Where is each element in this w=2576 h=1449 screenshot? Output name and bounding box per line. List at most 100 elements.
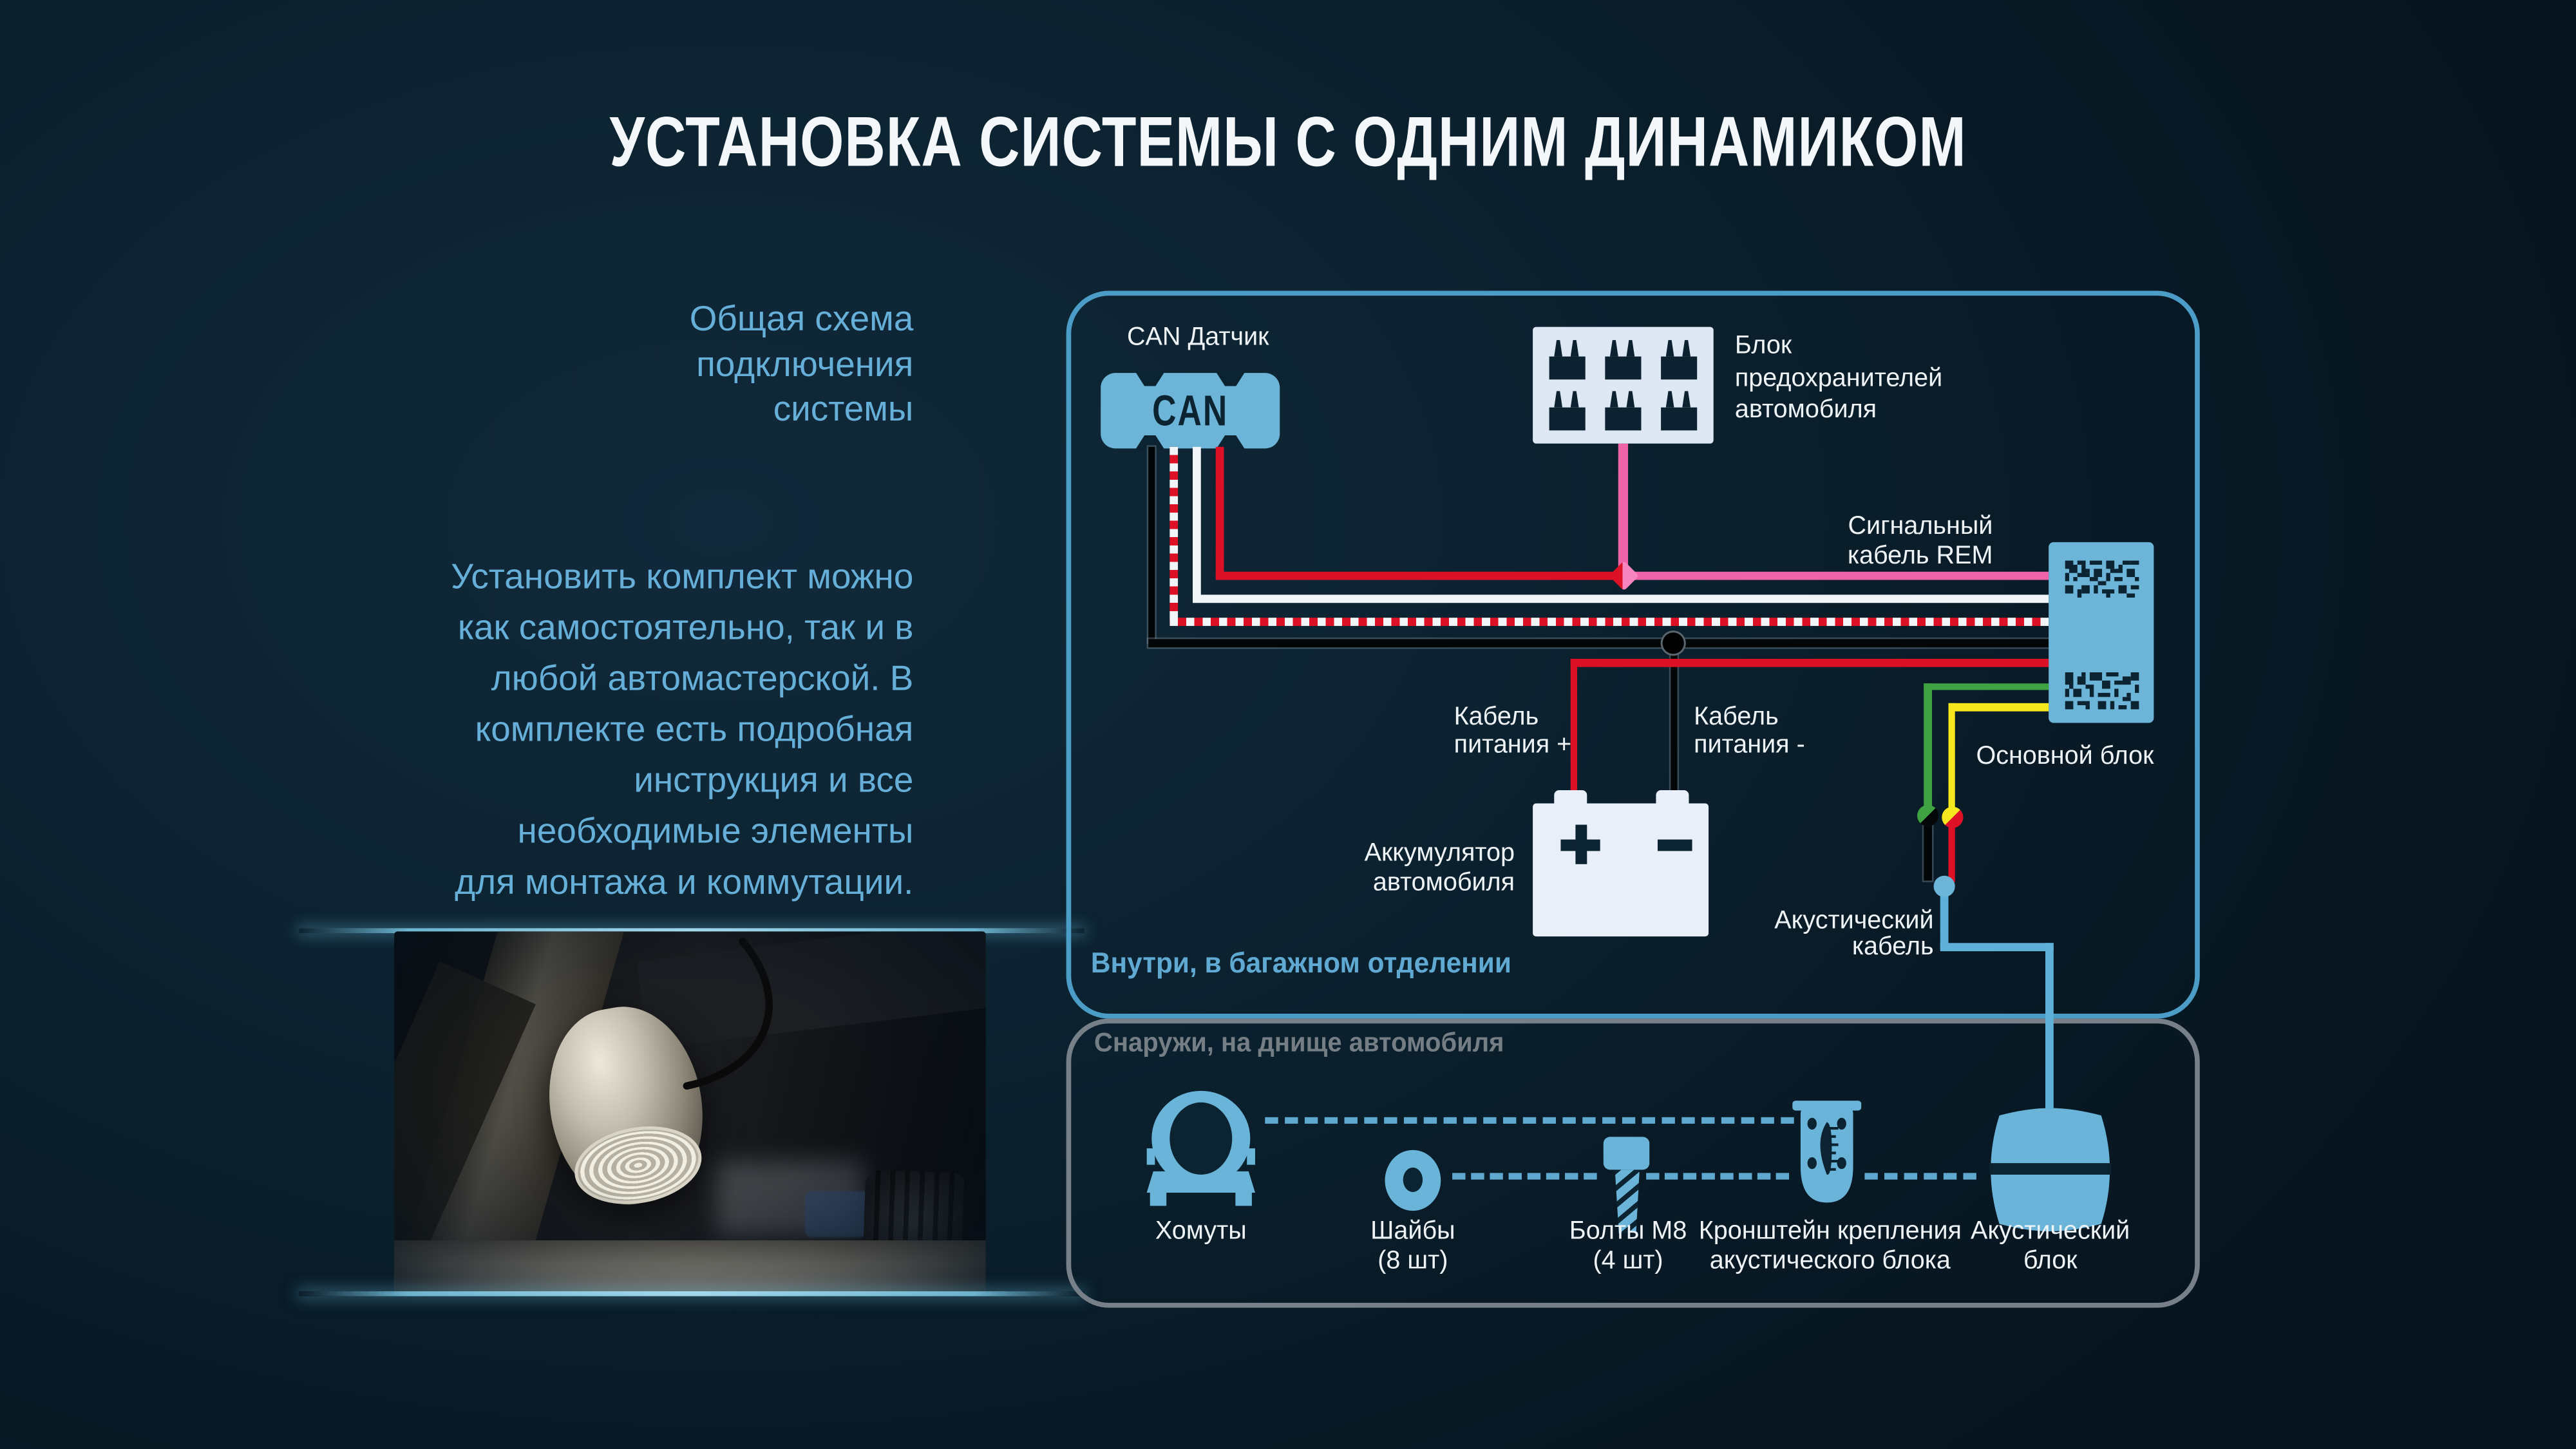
label-line: (4 шт) bbox=[1593, 1245, 1663, 1274]
item-label-bolts: Болты М8 (4 шт) bbox=[1538, 1217, 1719, 1274]
ground-junction-dot bbox=[1662, 631, 1684, 654]
connector-notch bbox=[1135, 435, 1165, 450]
main-unit-icon bbox=[2049, 542, 2154, 723]
signal-wire-striped bbox=[1170, 616, 2049, 625]
label-line: Хомуты bbox=[1155, 1217, 1247, 1245]
label-line: питания - bbox=[1694, 730, 1805, 759]
acoustic-cable bbox=[1940, 943, 2053, 951]
photo-vignette bbox=[394, 931, 986, 1293]
battery-plus-wire-v bbox=[1570, 658, 1577, 794]
clamp-icon bbox=[1146, 1090, 1255, 1206]
fuse-icon bbox=[1661, 340, 1698, 380]
fuse-block-icon bbox=[1533, 327, 1714, 444]
label-line: Болты М8 bbox=[1569, 1217, 1687, 1245]
rem-wire-red bbox=[1215, 571, 1624, 580]
power-minus-label: Кабель питания - bbox=[1694, 703, 1805, 759]
label-line: Общая схема bbox=[689, 299, 914, 339]
label-line: кабель REM bbox=[1847, 541, 1993, 569]
label-line: Аккумулятор bbox=[1364, 839, 1515, 867]
can-wire-white bbox=[1193, 446, 1201, 600]
connector-notch bbox=[1215, 371, 1245, 386]
fuse-icon bbox=[1605, 340, 1642, 380]
connector-notch bbox=[1215, 435, 1245, 450]
signal-wire-white bbox=[1193, 594, 2049, 603]
rem-wire-pink bbox=[1623, 571, 2049, 580]
plus-icon bbox=[1575, 824, 1587, 864]
label-line: кабель bbox=[1852, 933, 1934, 961]
speaker-wire-red-v bbox=[1947, 819, 1955, 882]
can-sensor-label: CAN Датчик bbox=[1126, 323, 1269, 352]
outside-panel-caption: Снаружи, на днище автомобиля bbox=[1094, 1028, 1504, 1058]
item-label-bracket: Кронштейн крепления акустического блока bbox=[1696, 1217, 1965, 1274]
outside-panel bbox=[1066, 1018, 2200, 1308]
label-line: автомобиля bbox=[1734, 395, 1877, 424]
photo-glow-line-top bbox=[299, 928, 1084, 933]
fuse-icon bbox=[1549, 340, 1586, 380]
label-line: питания + bbox=[1454, 730, 1572, 759]
speaker-wire-yellow-v bbox=[1947, 703, 1955, 812]
acoustic-block-icon bbox=[1989, 1108, 2112, 1231]
battery-plus-wire-h bbox=[1570, 658, 2049, 667]
acoustic-cable bbox=[2045, 943, 2053, 1109]
label-line: предохранителей bbox=[1734, 364, 1943, 392]
power-plus-label: Кабель питания + bbox=[1454, 703, 1572, 759]
label-line: Кабель bbox=[1694, 703, 1779, 732]
qr-pattern-icon bbox=[2065, 672, 2139, 710]
battery-terminal bbox=[1554, 790, 1587, 805]
label-line: любой автомастерской. В bbox=[491, 658, 914, 699]
label-line: комплекте есть подробная bbox=[475, 710, 914, 750]
item-label-acoustic-unit: Акустический блок bbox=[1968, 1217, 2132, 1274]
battery-terminal bbox=[1656, 790, 1689, 805]
dashed-connector-line bbox=[1864, 1173, 1976, 1180]
inside-panel bbox=[1066, 290, 2200, 1019]
item-label-washers: Шайбы (8 шт) bbox=[1331, 1217, 1495, 1274]
fuse-icon bbox=[1549, 391, 1586, 431]
bolt-icon bbox=[1615, 1170, 1640, 1234]
can-connector-text: CAN bbox=[1152, 385, 1229, 435]
car-underbody-photo bbox=[394, 931, 986, 1293]
speaker-wire-green-h bbox=[1924, 682, 2049, 690]
label-line: подключения bbox=[696, 344, 914, 384]
dashed-connector-line bbox=[1265, 1117, 1794, 1124]
label-line: блок bbox=[2023, 1245, 2078, 1274]
label-line: Шайбы bbox=[1370, 1217, 1455, 1245]
label-line: автомобиля bbox=[1372, 868, 1515, 896]
rem-cable-label: Сигнальный кабель REM bbox=[1747, 513, 1993, 570]
intro-paragraph: Установить комплект можно как самостояте… bbox=[391, 552, 913, 909]
photo-glow-line-bottom bbox=[299, 1291, 1084, 1296]
label-line: Блок bbox=[1734, 332, 1792, 360]
fuse-icon bbox=[1605, 391, 1642, 431]
bolt-icon bbox=[1603, 1137, 1650, 1170]
can-wire-striped bbox=[1170, 446, 1179, 621]
intro-heading: Общая схема подключения системы bbox=[411, 298, 914, 433]
label-line: инструкция и все bbox=[634, 761, 914, 800]
fuse-icon bbox=[1661, 391, 1698, 431]
can-wire-black bbox=[1147, 446, 1155, 643]
can-wire-red bbox=[1215, 446, 1224, 577]
fuse-block-label: Блок предохранителей автомобиля bbox=[1735, 330, 1942, 426]
acoustic-cable-label: Акустический кабель bbox=[1687, 907, 1934, 961]
junction-green-black-icon bbox=[1917, 804, 1939, 826]
label-line: Установить комплект можно bbox=[451, 556, 914, 597]
speaker-wire-black-v bbox=[1924, 818, 1931, 881]
page-title: УСТАНОВКА СИСТЕМЫ С ОДНИМ ДИНАМИКОМ bbox=[609, 103, 1967, 183]
dashed-connector-line bbox=[1452, 1173, 1597, 1180]
battery-icon bbox=[1533, 803, 1709, 937]
label-line: Сигнальный bbox=[1848, 512, 1993, 541]
label-line: Кабель bbox=[1454, 703, 1539, 732]
label-line: акустического блока bbox=[1709, 1245, 1951, 1274]
battery-minus-wire bbox=[1670, 642, 1677, 794]
label-line: Акустический bbox=[1774, 907, 1934, 935]
acoustic-cable bbox=[1940, 885, 1948, 950]
label-line: системы bbox=[773, 389, 914, 429]
minus-icon bbox=[1657, 838, 1692, 851]
dashed-connector-line bbox=[1646, 1173, 1790, 1180]
label-line: Кронштейн крепления bbox=[1698, 1217, 1962, 1245]
label-line: необходимые элементы bbox=[517, 811, 914, 851]
item-label-clamps: Хомуты bbox=[1119, 1217, 1283, 1246]
fuse-wire-pink-vertical bbox=[1618, 443, 1627, 575]
washer-icon bbox=[1385, 1150, 1441, 1211]
main-unit-label: Основной блок bbox=[1976, 743, 2154, 771]
battery-label: Аккумулятор автомобиля bbox=[1268, 840, 1515, 897]
